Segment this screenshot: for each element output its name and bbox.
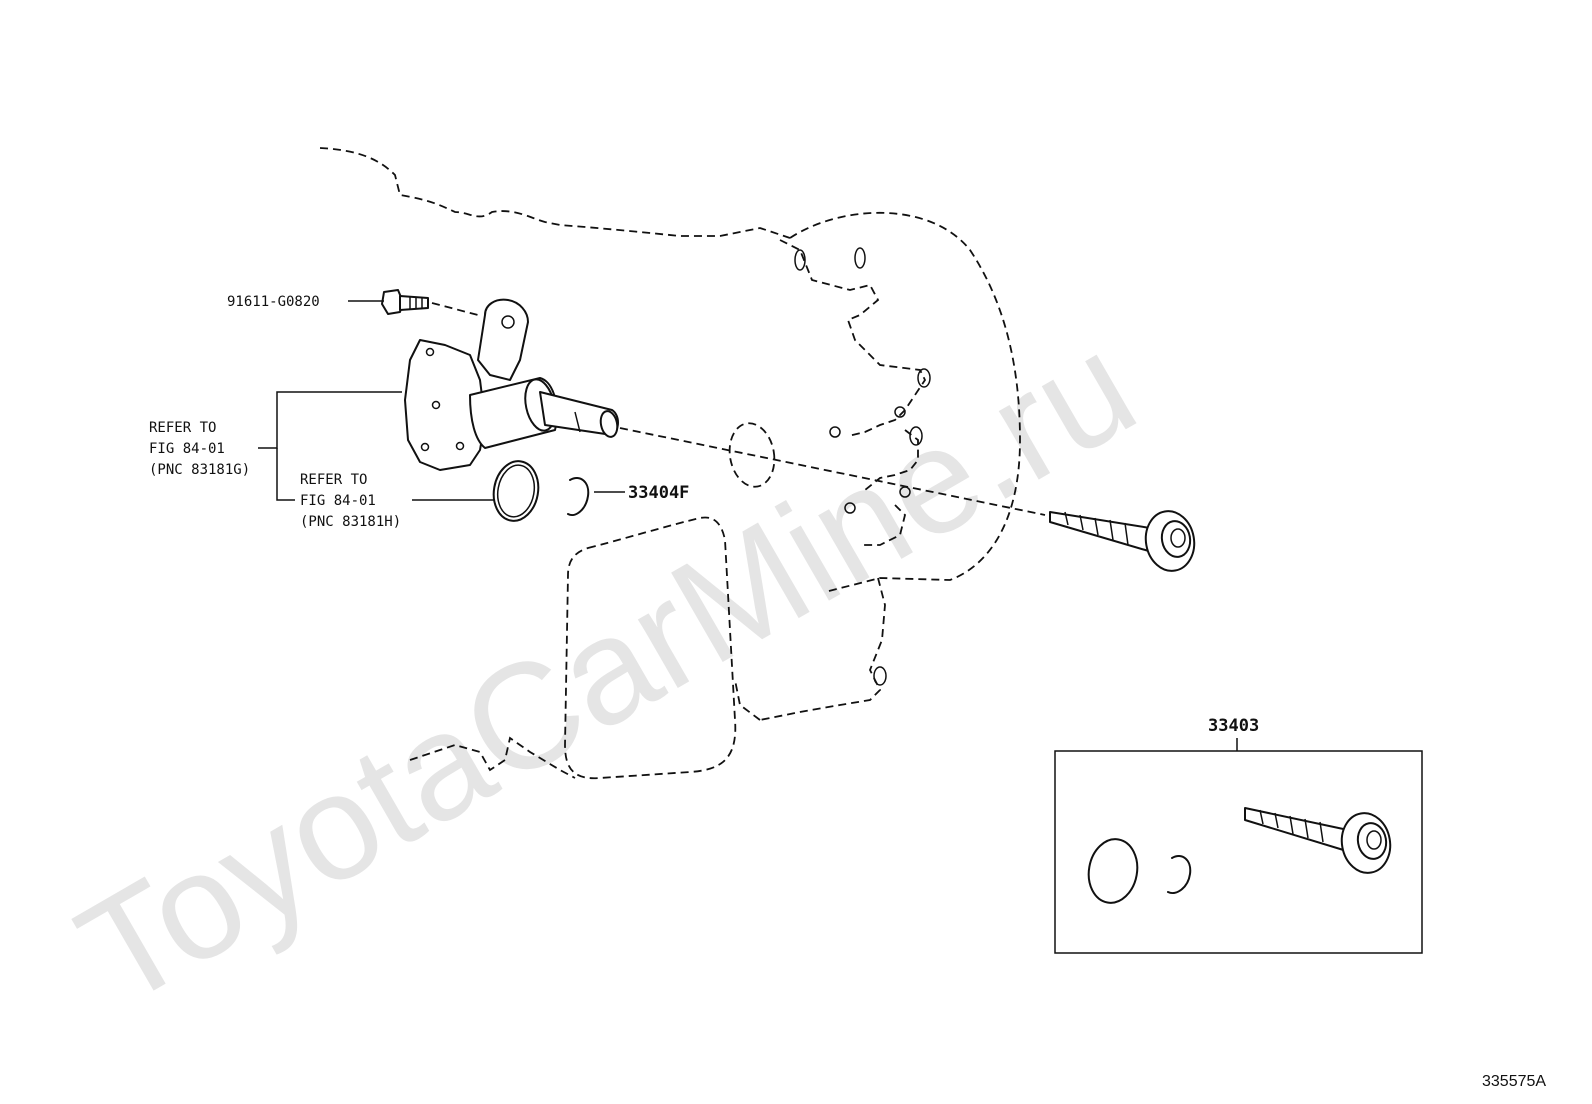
refer-housing-line1: REFER TO [149,420,216,436]
refer-housing-line2: FIG 84-01 [149,441,225,457]
transmission-case-outline [319,147,1021,780]
bolt-part-number: 91611-G0820 [227,294,320,310]
snap-ring-part [567,477,590,516]
bolt-part [381,289,429,315]
speed-sensor-housing [404,298,619,471]
snap-ring-part-number: 33404F [628,483,689,503]
figure-code: 335575A [1482,1073,1546,1090]
refer-oring-line3: (PNC 83181H) [300,514,401,530]
refer-oring-line2: FIG 84-01 [300,493,376,509]
assembly-guide-lines [431,302,1046,516]
refer-oring-line1: REFER TO [300,472,367,488]
kit-part-number: 33403 [1208,716,1259,736]
kit-box [1054,738,1423,954]
refer-housing-line3: (PNC 83181G) [149,462,250,478]
leader-lines [258,300,625,501]
o-ring-part [492,460,540,522]
driven-gear-part [1049,510,1196,572]
